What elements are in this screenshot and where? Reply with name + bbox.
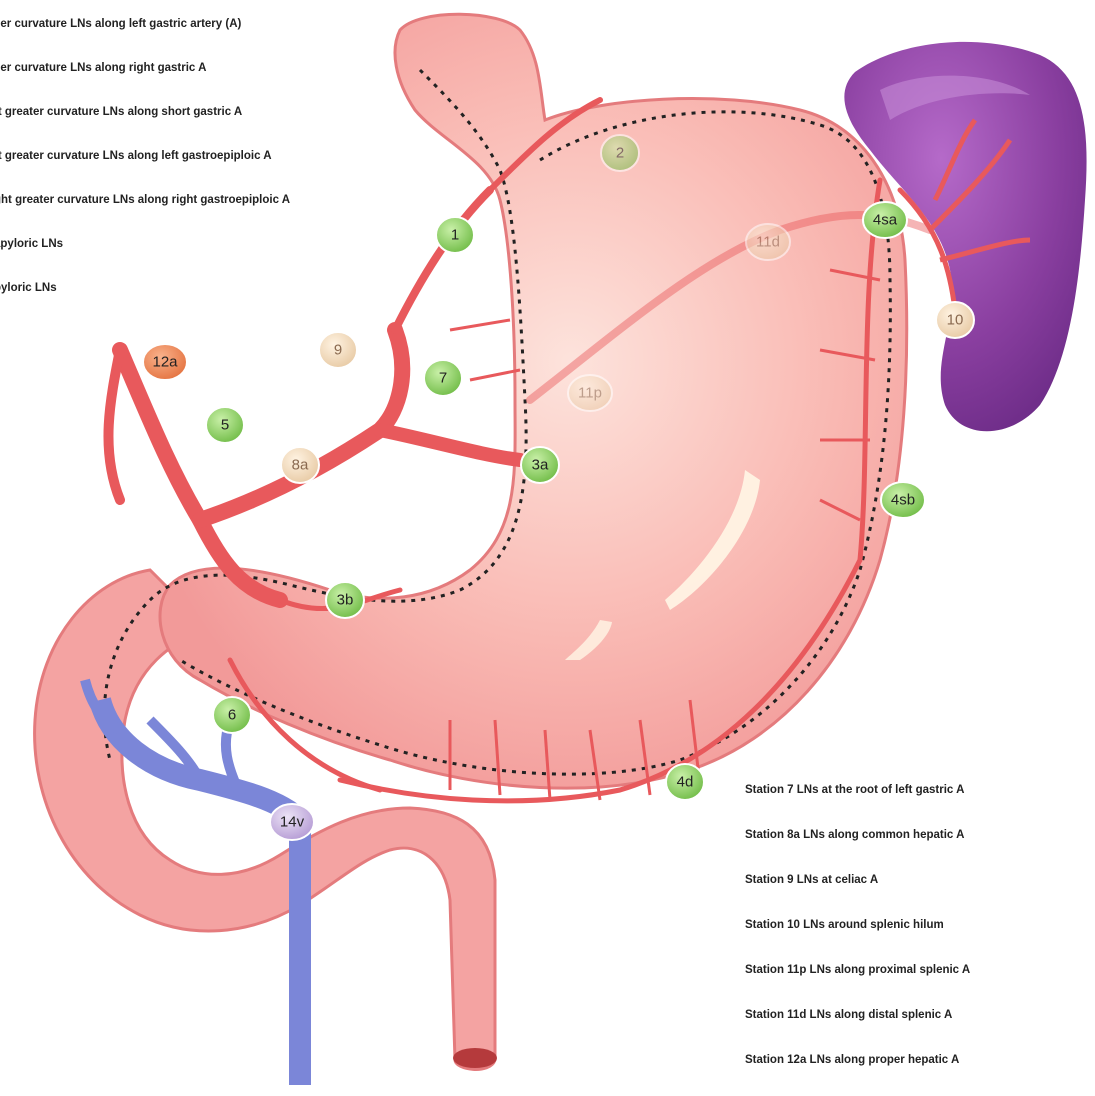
lymph-node-label: 8a: [292, 457, 309, 474]
lymph-node-5: 5: [206, 407, 244, 443]
legend-right-item: Station 9 LNs at celiac A: [745, 874, 878, 886]
lymph-node-2: 2: [601, 135, 639, 171]
lymph-node-10: 10: [936, 302, 974, 338]
lymph-node-label: 10: [947, 312, 964, 329]
legend-right-item: Station 10 LNs around splenic hilum: [745, 919, 944, 931]
lymph-node-12a: 12a: [143, 344, 187, 380]
lymph-node-label: 5: [221, 417, 229, 434]
legend-right-item: Station 11d LNs along distal splenic A: [745, 1009, 952, 1021]
lymph-node-4sb: 4sb: [881, 482, 925, 518]
legend-left-item: ft greater curvature LNs along short gas…: [0, 106, 242, 118]
legend-right-item: Station 8a LNs along common hepatic A: [745, 829, 964, 841]
lymph-node-6: 6: [213, 697, 251, 733]
legend-right-item: Station 7 LNs at the root of left gastri…: [745, 784, 964, 796]
lymph-node-4d: 4d: [666, 764, 704, 800]
lymph-node-1: 1: [436, 217, 474, 253]
lymph-node-8a: 8a: [281, 447, 319, 483]
lymph-node-11p: 11p: [568, 375, 612, 411]
lymph-node-label: 4sa: [873, 212, 898, 229]
lymph-node-label: 3a: [532, 457, 549, 474]
lymph-node-label: 11p: [578, 385, 602, 402]
lymph-node-label: 4d: [677, 774, 694, 791]
lymph-node-label: 2: [616, 145, 624, 162]
legend-left-item: ser curvature LNs along left gastric art…: [0, 18, 241, 30]
duodenum-opening: [453, 1048, 497, 1068]
legend-left-item: ght greater curvature LNs along right ga…: [0, 194, 290, 206]
lymph-node-11d: 11d: [746, 224, 790, 260]
lymph-node-label: 4sb: [891, 492, 915, 509]
lymph-node-14v: 14v: [270, 804, 314, 840]
lymph-node-7: 7: [424, 360, 462, 396]
lymph-node-3b: 3b: [326, 582, 364, 618]
lymph-node-label: 3b: [337, 592, 354, 609]
legend-right-item: Station 12a LNs along proper hepatic A: [745, 1054, 959, 1066]
lymph-node-label: 11d: [756, 234, 780, 251]
legend-left-item: pyloric LNs: [0, 282, 57, 294]
legend-left-item: ft greater curvature LNs along left gast…: [0, 150, 272, 162]
legend-left-item: apyloric LNs: [0, 238, 63, 250]
legend-right-item: Station 11p LNs along proximal splenic A: [745, 964, 970, 976]
lymph-node-label: 12a: [152, 354, 178, 371]
legend-left-item: ser curvature LNs along right gastric A: [0, 62, 206, 74]
lymph-node-4sa: 4sa: [863, 202, 907, 238]
lymph-node-label: 7: [439, 370, 447, 387]
lymph-node-9: 9: [319, 332, 357, 368]
lymph-node-label: 14v: [280, 814, 305, 831]
lymph-node-3a: 3a: [521, 447, 559, 483]
lymph-node-label: 9: [334, 342, 342, 359]
lymph-node-label: 1: [451, 227, 459, 244]
lymph-node-label: 6: [228, 707, 236, 724]
